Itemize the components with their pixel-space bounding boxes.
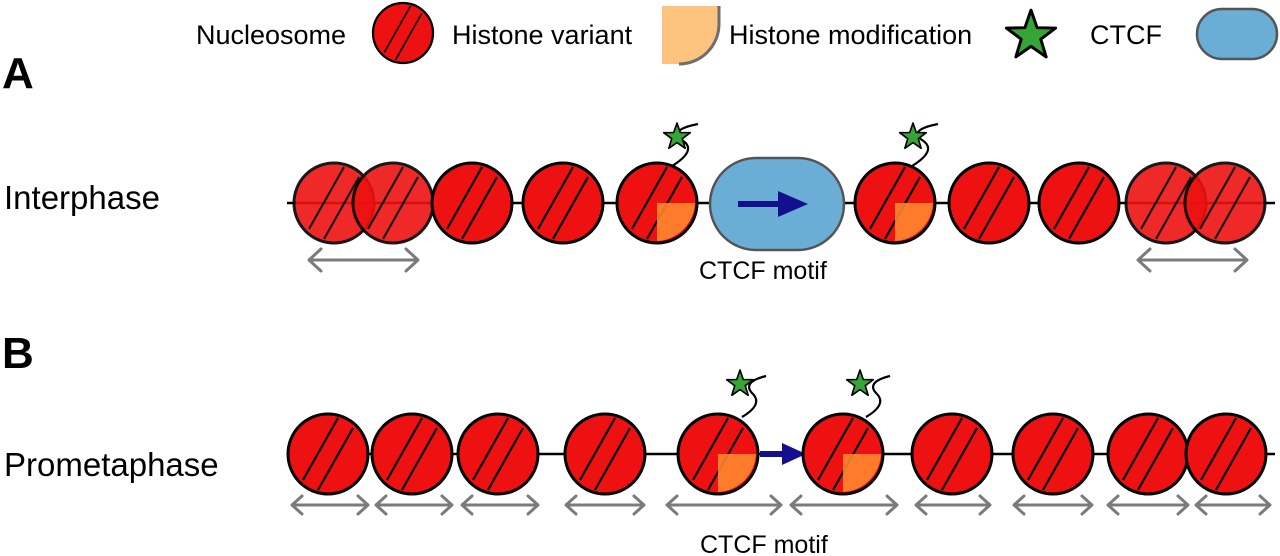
- legend-histone-modification-label: Histone modification: [729, 20, 972, 50]
- nucleosome: [563, 412, 647, 496]
- nucleosome: [456, 412, 540, 496]
- panel-b-ctcf-motif-label: CTCF motif: [700, 531, 828, 556]
- movement-arrow: [914, 494, 992, 516]
- histone-modification-star: [725, 369, 755, 397]
- nucleosome-modified: [615, 161, 699, 245]
- legend-ctcf-label: CTCF: [1090, 20, 1162, 50]
- nucleosome-modified: [853, 161, 937, 245]
- histone-modification-star: [845, 369, 875, 397]
- movement-arrow: [1194, 494, 1272, 516]
- legend-histone-modification-icon: [1004, 8, 1058, 59]
- nucleosome-faded: [351, 161, 435, 245]
- panel-a: A Interphase CTCF motif: [2, 49, 1275, 285]
- nucleosome: [1106, 412, 1190, 496]
- histone-tail: [741, 374, 767, 418]
- movement-arrow: [307, 247, 420, 273]
- nucleosome: [430, 161, 514, 245]
- nucleosome: [1184, 412, 1268, 496]
- nucleosome: [1037, 161, 1121, 245]
- nucleosome-modified: [676, 412, 760, 496]
- legend-ctcf-icon: [1195, 7, 1279, 61]
- nucleosome: [521, 161, 605, 245]
- movement-arrow: [665, 494, 783, 516]
- nucleosome: [286, 412, 370, 496]
- nucleosome: [910, 412, 994, 496]
- legend-histone-variant-icon: [662, 6, 719, 64]
- nucleosome: [947, 161, 1031, 245]
- nucleosome-modified: [801, 412, 885, 496]
- movement-arrow: [564, 494, 646, 516]
- panel-a-row-label: Interphase: [4, 179, 160, 216]
- movement-arrow: [374, 494, 454, 516]
- nucleosome: [1011, 412, 1095, 496]
- panel-b-row-label: Prometaphase: [4, 446, 219, 483]
- nucleosome: [370, 412, 454, 496]
- movement-arrow: [460, 494, 540, 516]
- movement-arrow: [1106, 494, 1190, 516]
- legend-histone-variant-edge: [678, 6, 721, 66]
- histone-tail: [911, 122, 939, 167]
- ctcf-motif-arrow: [738, 191, 808, 217]
- panel-b-letter: B: [2, 329, 34, 378]
- legend-nucleosome-label: Nucleosome: [196, 20, 346, 50]
- legend-histone-variant-label: Histone variant: [452, 20, 633, 50]
- legend: Nucleosome Histone variant Histone modif…: [196, 1, 1279, 66]
- movement-arrow: [789, 494, 899, 516]
- movement-arrow: [1136, 247, 1249, 273]
- histone-modification-star: [898, 122, 928, 150]
- nucleosome-faded: [1183, 161, 1267, 245]
- ctcf-motif-arrow: [760, 443, 806, 465]
- movement-arrow: [290, 494, 370, 516]
- panel-b: B Prometaphase CTCF motif: [2, 329, 1275, 556]
- movement-arrow: [1012, 494, 1094, 516]
- legend-nucleosome-icon: [371, 1, 435, 65]
- panel-a-ctcf-motif-label: CTCF motif: [699, 257, 827, 285]
- histone-tail: [865, 374, 891, 418]
- panel-a-letter: A: [2, 49, 34, 98]
